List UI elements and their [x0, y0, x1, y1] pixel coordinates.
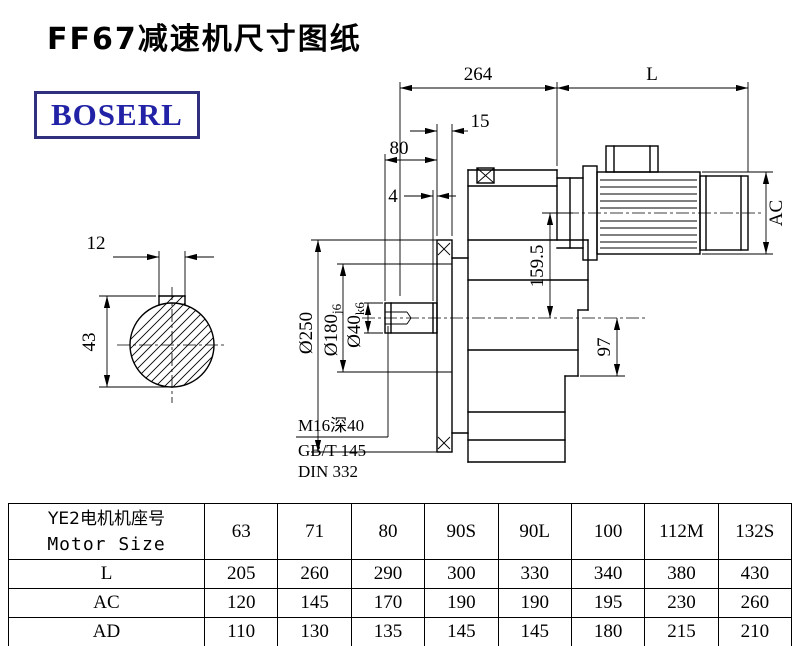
- dim-shaft-diameter: Ø40k6: [344, 302, 367, 348]
- value-cell: 205: [203, 559, 279, 589]
- terminal-box: [605, 145, 659, 173]
- value-cell: 330: [497, 559, 572, 589]
- value-cell: 145: [277, 588, 352, 618]
- dim-shaft-length: 80: [390, 138, 409, 159]
- value-cell: 145: [497, 617, 572, 646]
- motor-size-table: YE2电机机座号 Motor Size 63 71 80 90S 90L 100…: [8, 503, 793, 646]
- shaft-bore-circle: [129, 302, 215, 388]
- lifting-plug: [476, 167, 495, 184]
- value-cell: 190: [424, 588, 499, 618]
- value-cell: 430: [717, 559, 793, 589]
- dim-foot-height: 97: [594, 338, 615, 357]
- value-cell: 260: [717, 588, 793, 618]
- size-column-header: 71: [277, 503, 352, 560]
- row-label: L: [8, 559, 205, 589]
- motor-size-header-cell: YE2电机机座号 Motor Size: [8, 503, 205, 560]
- table-row-L: L 205 260 290 300 330 340 380 430: [8, 559, 793, 589]
- value-cell: 120: [203, 588, 279, 618]
- output-flange: [436, 239, 469, 453]
- value-cell: 300: [424, 559, 499, 589]
- dim-motor-length: L: [646, 64, 658, 85]
- size-column-header: 90L: [497, 503, 572, 560]
- note-standard-din: DIN 332: [298, 462, 358, 481]
- note-standard-gb: GB/T 145: [298, 441, 366, 460]
- motor: [582, 145, 749, 261]
- value-cell: 130: [277, 617, 352, 646]
- note-tapped-hole: M16深40: [298, 416, 364, 435]
- value-cell: 180: [570, 617, 646, 646]
- value-cell: 210: [717, 617, 793, 646]
- page-title: FF67减速机尺寸图纸: [47, 22, 362, 57]
- dim-center-height: 159.5: [527, 245, 548, 288]
- dim-gap: 4: [388, 186, 398, 207]
- dim-key-width: 12: [87, 233, 106, 254]
- dim-flange-od: Ø250: [296, 312, 317, 354]
- value-cell: 190: [497, 588, 572, 618]
- dim-spigot-diameter: Ø180j6: [321, 303, 344, 356]
- value-cell: 110: [203, 617, 279, 646]
- table-row-AC: AC 120 145 170 190 190 195 230 260: [8, 588, 793, 618]
- row-label: AC: [8, 588, 205, 618]
- table-header-row: YE2电机机座号 Motor Size 63 71 80 90S 90L 100…: [8, 503, 793, 560]
- value-cell: 340: [570, 559, 646, 589]
- value-cell: 230: [644, 588, 719, 618]
- gearbox-side-view: [362, 145, 762, 463]
- table-row-AD: AD 110 130 135 145 145 180 215 210: [8, 617, 793, 646]
- shaft-end-view: 12 43: [79, 233, 227, 403]
- size-column-header: 90S: [424, 503, 499, 560]
- dimension-annotations: 264 L 15 80 4 Ø250: [296, 64, 787, 481]
- size-column-header: 100: [570, 503, 646, 560]
- value-cell: 215: [644, 617, 719, 646]
- header-line-cn: YE2电机机座号: [48, 508, 165, 529]
- size-column-header: 80: [350, 503, 426, 560]
- dim-key-height: 43: [79, 333, 100, 352]
- dimension-drawing: 12 43: [79, 64, 787, 481]
- section-hatching: [130, 296, 214, 387]
- size-column-header: 63: [203, 503, 279, 560]
- dim-flange-thickness: 15: [471, 111, 490, 132]
- value-cell: 145: [424, 617, 499, 646]
- size-column-header: 112M: [644, 503, 719, 560]
- value-cell: 135: [350, 617, 426, 646]
- gear-housing: [467, 167, 589, 463]
- row-label: AD: [8, 617, 205, 646]
- value-cell: 195: [570, 588, 646, 618]
- value-cell: 290: [350, 559, 426, 589]
- value-cell: 170: [350, 588, 426, 618]
- header-line-en: Motor Size: [47, 533, 166, 555]
- brand-logo-text: BOSERL: [51, 97, 183, 132]
- size-column-header: 132S: [717, 503, 793, 560]
- brand-logo: BOSERL: [34, 91, 200, 139]
- fan-cover: [699, 175, 749, 251]
- dim-overall-length: 264: [464, 64, 493, 85]
- value-cell: 260: [277, 559, 352, 589]
- dim-motor-od: AC: [766, 200, 787, 226]
- value-cell: 380: [644, 559, 719, 589]
